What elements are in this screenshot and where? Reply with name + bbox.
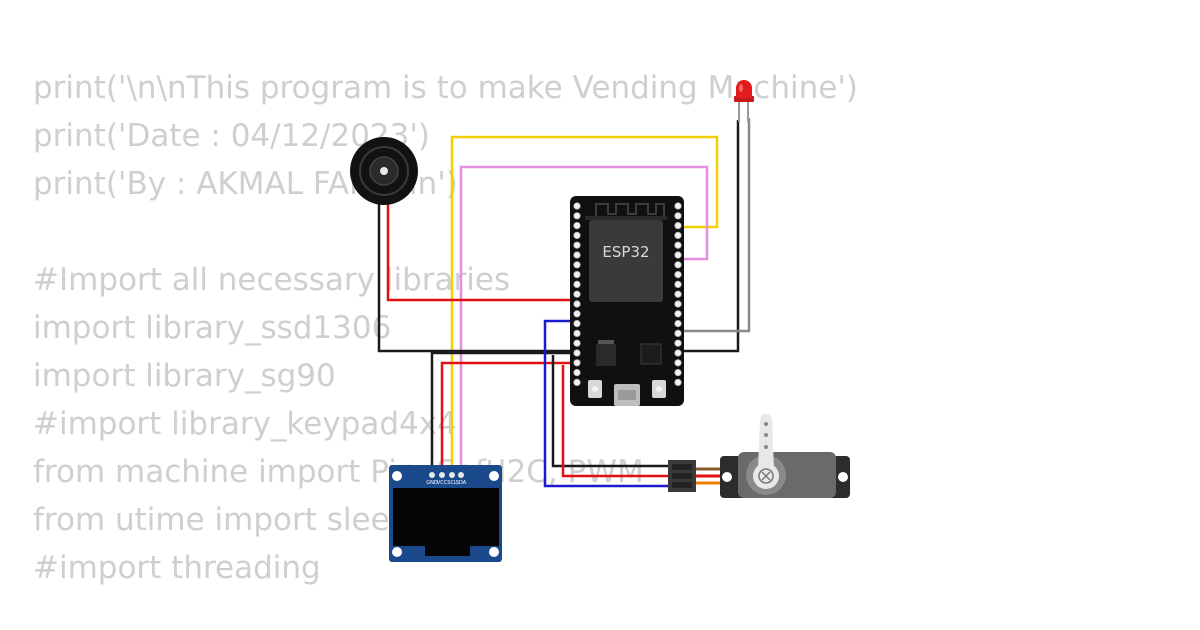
wire-gray-led[interactable] <box>682 118 751 333</box>
wire-red-buzzer[interactable] <box>386 204 577 302</box>
esp32-pin[interactable] <box>573 261 581 269</box>
esp32-pin[interactable] <box>674 261 682 269</box>
esp32-pin[interactable] <box>573 222 581 230</box>
esp32-pin[interactable] <box>674 368 682 377</box>
oled-pin-sda: SDA <box>456 480 467 486</box>
wire-pink-sda[interactable] <box>459 165 709 474</box>
code-line: #import library_keypad4x4 <box>33 406 457 442</box>
esp32-pin[interactable] <box>573 368 581 377</box>
esp32-pin[interactable] <box>674 212 682 220</box>
wire-yellow-scl[interactable] <box>450 135 719 474</box>
code-line: #import threading <box>33 550 321 586</box>
esp32-label: ESP32 <box>602 243 649 261</box>
wire-black-servo[interactable] <box>551 355 670 468</box>
esp32-pin[interactable] <box>573 339 581 347</box>
esp32-pin[interactable] <box>674 231 682 239</box>
code-line: from utime import sleep <box>33 502 410 538</box>
code-line: print('By : AKMAL FAIZ bin') <box>33 166 458 202</box>
esp32-pin[interactable] <box>674 241 682 249</box>
code-line: import library_ssd1306 <box>33 310 392 346</box>
esp32-pin[interactable] <box>674 319 682 328</box>
esp32-pin[interactable] <box>674 222 682 230</box>
led[interactable] <box>734 80 754 122</box>
esp32-pin[interactable] <box>674 339 682 347</box>
buzzer-center <box>380 167 388 175</box>
esp32-pin[interactable] <box>573 202 581 210</box>
esp32-pin[interactable] <box>573 231 581 239</box>
esp32-pin[interactable] <box>674 290 682 298</box>
oled-display[interactable]: GND VCC SCL SDA <box>389 465 502 562</box>
esp32-pin[interactable] <box>674 202 682 210</box>
servo-horn[interactable] <box>758 414 774 470</box>
esp32-pin[interactable] <box>674 378 682 386</box>
wire-black-buzzer-gnd[interactable] <box>377 120 740 353</box>
esp32-pin[interactable] <box>573 378 581 386</box>
esp32-pin[interactable] <box>674 329 682 337</box>
buzzer[interactable] <box>350 137 418 205</box>
esp32-pins-left[interactable] <box>573 202 581 386</box>
wire-black-oled-gnd[interactable] <box>430 351 577 474</box>
esp32-pin[interactable] <box>573 251 581 259</box>
esp32-pin[interactable] <box>573 300 581 308</box>
esp32-pin[interactable] <box>573 290 581 298</box>
esp32-pin[interactable] <box>674 251 682 259</box>
esp32-pin[interactable] <box>674 280 682 288</box>
esp32-pin[interactable] <box>674 270 682 279</box>
esp32-pin[interactable] <box>674 310 682 318</box>
voltage-regulator <box>596 344 616 366</box>
esp32-pin[interactable] <box>573 319 581 328</box>
code-line: #Import all necessary libraries <box>33 262 511 298</box>
esp32-pin[interactable] <box>674 359 682 367</box>
esp32-pin[interactable] <box>573 359 581 367</box>
wire-blue-servo[interactable] <box>543 319 670 488</box>
esp32-pin[interactable] <box>674 300 682 308</box>
esp32-pin[interactable] <box>573 241 581 249</box>
esp32-pin[interactable] <box>573 349 581 357</box>
esp32-pin[interactable] <box>573 280 581 288</box>
esp32-pin[interactable] <box>573 329 581 337</box>
code-line: print('\n\nThis program is to make Vendi… <box>33 70 858 106</box>
servo-motor[interactable] <box>668 414 850 498</box>
code-line: import library_sg90 <box>33 358 336 394</box>
esp32-pin[interactable] <box>573 310 581 318</box>
usb-chip <box>640 343 662 365</box>
esp32-module <box>589 220 663 302</box>
oled-pin-vcc: VCC <box>437 480 448 486</box>
wire-red-oled-vcc[interactable] <box>440 361 577 474</box>
wires <box>377 118 751 488</box>
wire-red-servo[interactable] <box>561 365 670 478</box>
oled-screen <box>393 488 499 546</box>
esp32-pins-right[interactable] <box>674 202 682 386</box>
esp32-pin[interactable] <box>573 270 581 279</box>
esp32-pin[interactable] <box>674 349 682 357</box>
esp32-board[interactable]: ESP32 <box>570 196 684 406</box>
code-line: print('Date : 04/12/2023') <box>33 118 430 154</box>
oled-pins <box>429 472 464 478</box>
antenna-trace <box>595 203 665 216</box>
oled-pin-scl: SCL <box>447 480 457 486</box>
oled-pin-gnd: GND <box>426 480 438 486</box>
esp32-pin[interactable] <box>573 212 581 220</box>
